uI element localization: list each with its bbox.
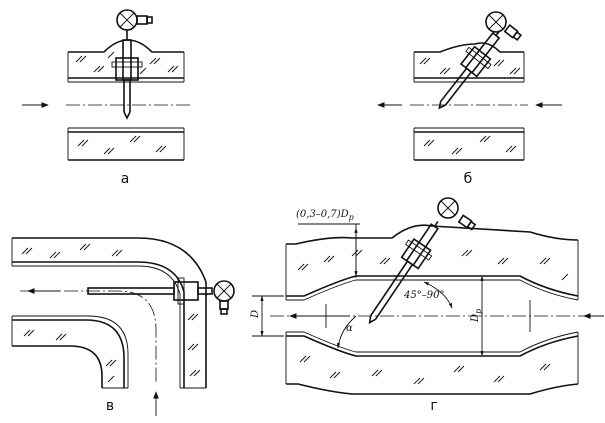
panel-a-label: а xyxy=(121,171,130,187)
panel-g xyxy=(252,197,604,395)
panel-b xyxy=(377,11,562,161)
alpha-angle-label: α xyxy=(346,323,353,334)
angle-range-label: 45°–90° xyxy=(403,290,444,301)
panel-b-label: б xyxy=(464,171,473,187)
panel-v-label: в xyxy=(106,398,114,414)
depth-dimension-label: (0,3–0,7)Dр xyxy=(296,209,354,222)
expanded-diameter-label: Dр xyxy=(470,309,483,323)
panel-v xyxy=(11,237,235,416)
panel-a xyxy=(22,9,190,161)
panel-g-label: г xyxy=(430,398,437,414)
pipe-diameter-label: D xyxy=(250,310,261,319)
